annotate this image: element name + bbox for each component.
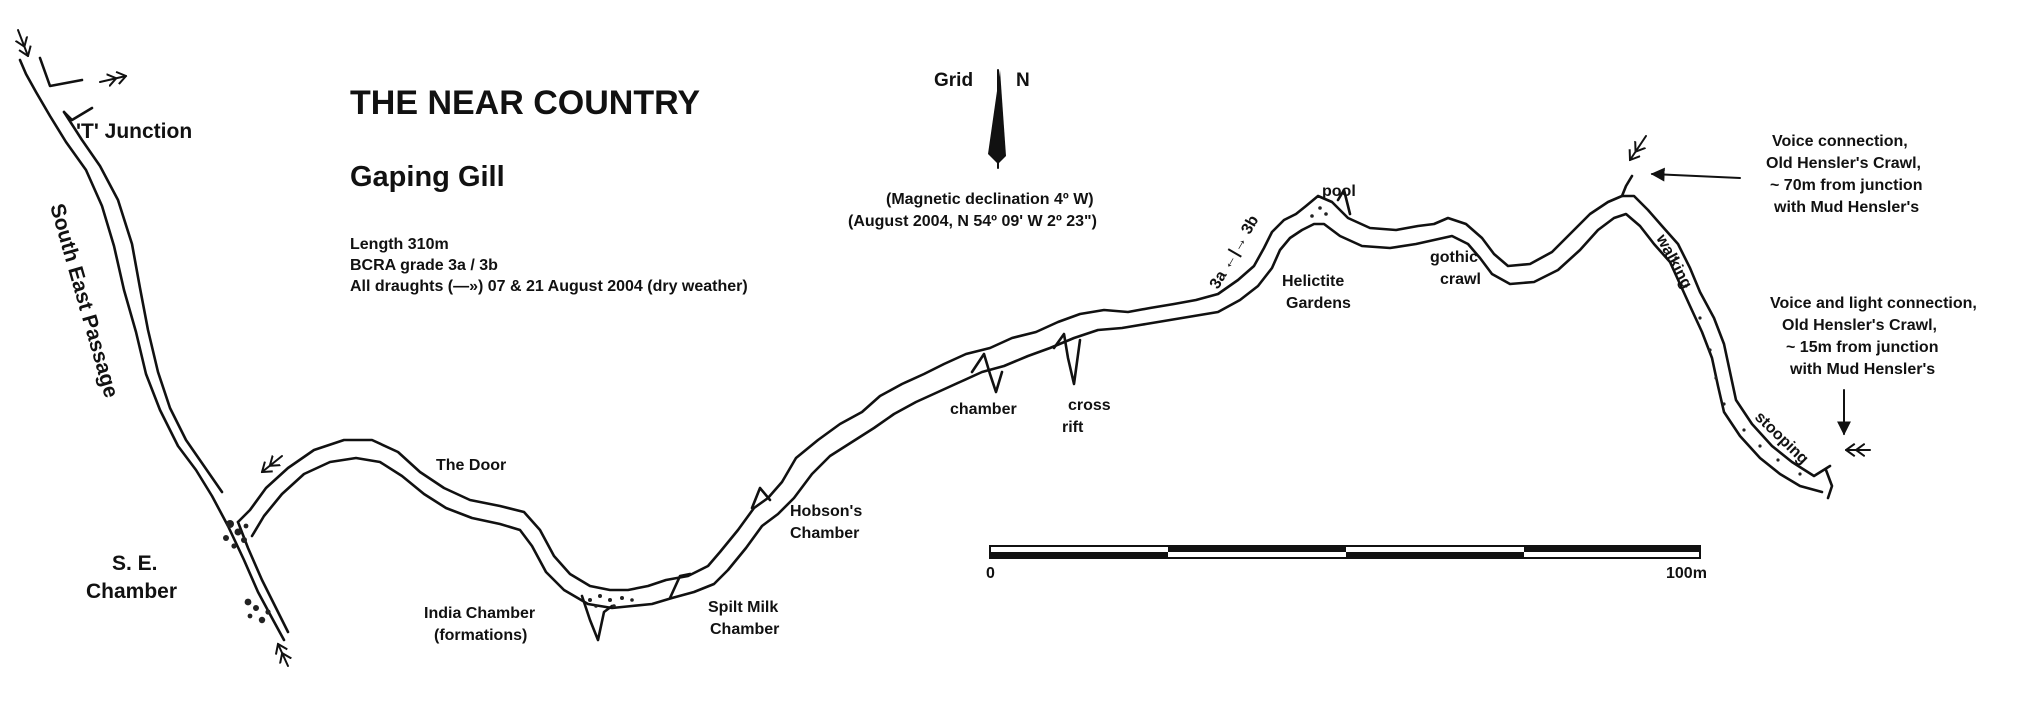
map-title: THE NEAR COUNTRY <box>350 84 700 122</box>
label-grade-change: 3a ←|→ 3b <box>1207 212 1263 292</box>
label-cross-rift-2: rift <box>1062 419 1084 436</box>
scale-bar <box>989 545 1701 559</box>
grid-label: Grid <box>934 70 973 91</box>
declination-line-2: (August 2004, N 54º 09' W 2º 23") <box>848 213 1097 230</box>
label-helictite-2: Gardens <box>1286 295 1351 312</box>
label-india-chamber-1: India Chamber <box>424 605 535 622</box>
note-voice-2-line-2: Old Hensler's Crawl, <box>1782 317 1937 334</box>
label-gothic-1: gothic <box>1430 249 1478 266</box>
info-draughts: All draughts (—») 07 & 21 August 2004 (d… <box>350 278 748 295</box>
scale-end: 100m <box>1666 565 1707 582</box>
info-length: Length 310m <box>350 236 449 253</box>
label-gothic-2: crawl <box>1440 271 1481 288</box>
draught-arrows <box>18 29 1871 667</box>
note-voice-2-line-3: ~ 15m from junction <box>1786 339 1938 356</box>
label-cross-rift-1: cross <box>1068 397 1111 414</box>
map-subtitle: Gaping Gill <box>350 161 505 193</box>
label-hobsons-1: Hobson's <box>790 503 862 520</box>
info-grade: BCRA grade 3a / 3b <box>350 257 498 274</box>
label-spilt-milk-2: Chamber <box>710 621 779 638</box>
label-spilt-milk-1: Spilt Milk <box>708 599 778 616</box>
formation-stipple <box>223 206 1802 624</box>
label-t-junction: 'T' Junction <box>76 120 192 143</box>
north-arrow <box>988 69 1006 169</box>
label-se-chamber-2: Chamber <box>86 580 177 603</box>
label-chamber: chamber <box>950 401 1017 418</box>
note-voice-1-line-2: Old Hensler's Crawl, <box>1766 155 1921 172</box>
passage-outline <box>18 56 1834 642</box>
note-voice-1-line-1: Voice connection, <box>1772 133 1908 150</box>
declination-line-1: (Magnetic declination 4º W) <box>886 191 1094 208</box>
note-voice-1-line-4: with Mud Hensler's <box>1773 199 1919 216</box>
note-voice-2-line-4: with Mud Hensler's <box>1789 361 1935 378</box>
note-voice-2-line-1: Voice and light connection, <box>1770 295 1977 312</box>
scale-start: 0 <box>986 565 995 582</box>
label-se-chamber-1: S. E. <box>112 552 158 575</box>
label-south-east-passage: South East Passage <box>45 201 122 400</box>
north-label: N <box>1016 70 1030 91</box>
label-hobsons-2: Chamber <box>790 525 859 542</box>
label-pool: pool <box>1322 183 1356 200</box>
label-helictite-1: Helictite <box>1282 273 1344 290</box>
label-the-door: The Door <box>436 457 506 474</box>
note-voice-1-line-3: ~ 70m from junction <box>1770 177 1922 194</box>
label-india-chamber-2: (formations) <box>434 627 527 644</box>
